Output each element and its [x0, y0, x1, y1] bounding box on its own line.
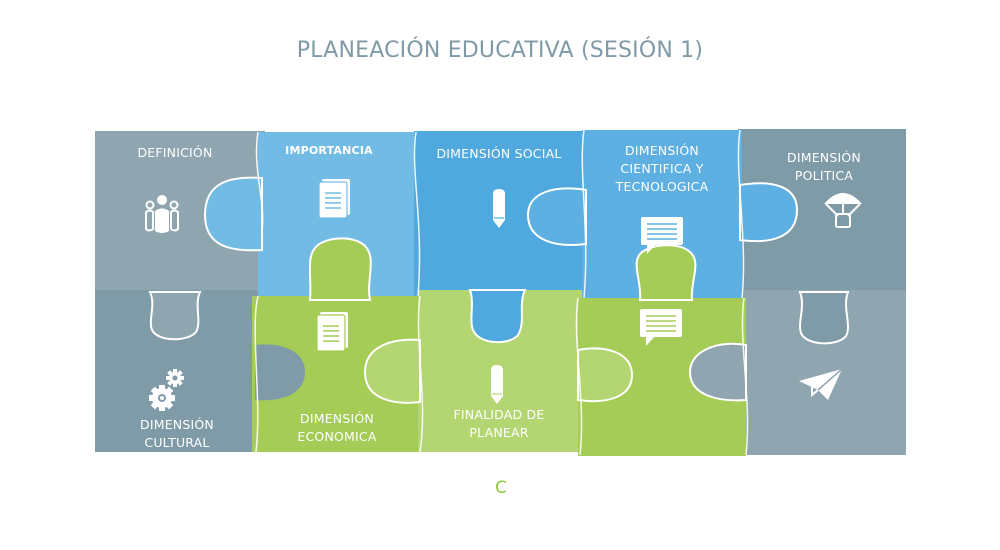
tab-social-down [468, 289, 527, 344]
footer-letter: C [495, 478, 507, 498]
tab-cultural-right [255, 344, 305, 401]
paper-plane-icon [799, 368, 843, 400]
page-title: PLANEACIÓN EDUCATIVA (SESIÓN 1) [296, 38, 704, 63]
tab-definicion-down [148, 291, 202, 341]
tab-finalidad-left [363, 338, 421, 404]
tab-cientifica-right [739, 182, 799, 243]
label-economica-line1: DIMENSIÓN [300, 411, 374, 426]
label-definicion: DEFINICIÓN [137, 145, 213, 160]
tab-finalidad-right [577, 347, 634, 403]
seam-line [255, 129, 745, 299]
document-icon [318, 179, 350, 219]
label-cientifica-line3: TECNOLOGICA [615, 179, 709, 194]
chat-bubble-icon [640, 309, 682, 346]
label-economica-line2: ECONOMICA [297, 429, 377, 444]
label-finalidad: FINALIDAD DE PLANEAR [434, 406, 564, 442]
label-finalidad-line1: FINALIDAD DE [453, 407, 545, 422]
label-cientifica: DIMENSIÓN CIENTIFICA Y TECNOLOGICA [592, 142, 732, 196]
pencil-icon [493, 189, 505, 228]
gears-icon [149, 369, 184, 411]
label-politica: DIMENSIÓN POLITICA [760, 149, 888, 185]
tab-green-right-up [635, 244, 697, 301]
label-politica-line2: POLITICA [794, 168, 854, 183]
tab-importancia-left [203, 176, 263, 252]
label-cultural-line1: DIMENSIÓN [140, 417, 214, 432]
label-politica-line1: DIMENSIÓN [787, 150, 861, 165]
label-social: DIMENSIÓN SOCIAL [436, 146, 562, 161]
tab-gray-right-left [688, 342, 747, 402]
tab-economica-up [308, 237, 372, 301]
tab-politica-down [798, 291, 850, 345]
label-cientifica-line1: DIMENSIÓN [625, 143, 699, 158]
label-finalidad-line2: PLANEAR [469, 425, 529, 440]
chat-bubble-icon [641, 217, 683, 254]
people-group-icon [145, 195, 179, 233]
pencil-icon [491, 365, 503, 404]
parachute-box-icon [824, 193, 862, 228]
label-cultural-line2: CULTURAL [144, 435, 210, 450]
label-importancia: IMPORTANCIA [285, 144, 373, 157]
label-cultural: DIMENSIÓN CULTURAL [112, 416, 242, 452]
label-economica: DIMENSIÓN ECONOMICA [272, 410, 402, 446]
tab-cientifica-left [526, 187, 587, 246]
seam-line [254, 295, 749, 456]
label-cientifica-line2: CIENTIFICA Y [620, 161, 704, 176]
document-icon [316, 312, 348, 352]
